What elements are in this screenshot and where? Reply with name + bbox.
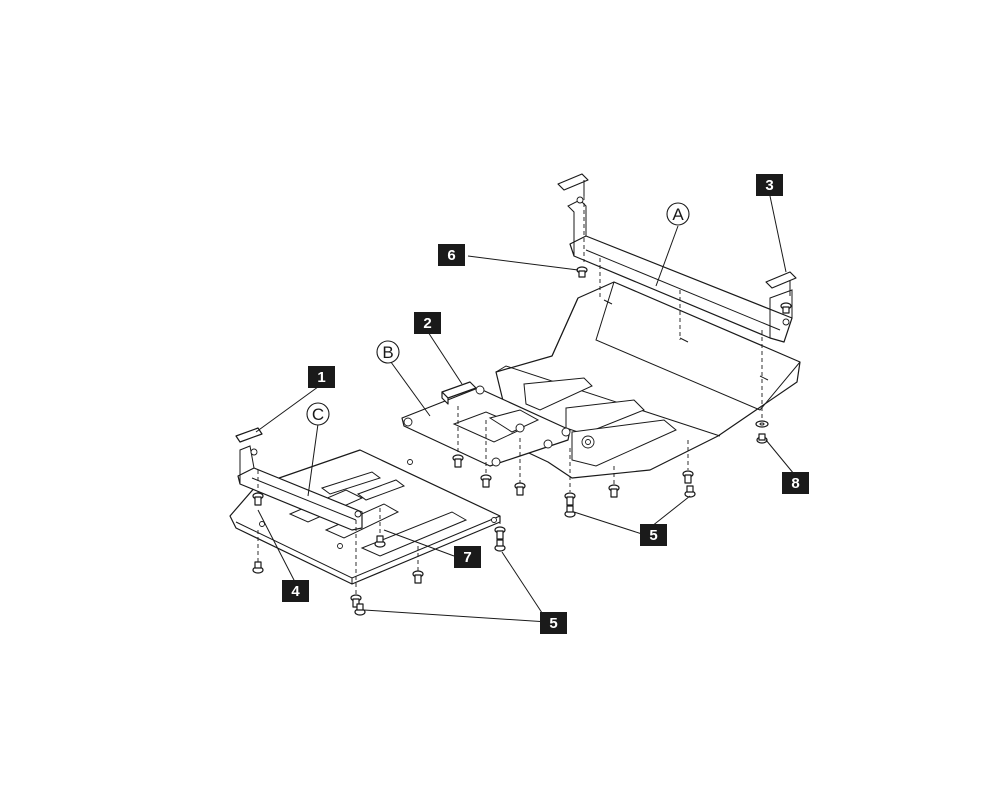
callout-7-label: 7 bbox=[463, 549, 471, 566]
bolt bbox=[252, 492, 264, 506]
callout-3-label: 3 bbox=[765, 177, 773, 194]
detail-marker-a-label: A bbox=[672, 205, 684, 224]
callout-8: 8 bbox=[782, 472, 809, 494]
callout-8-label: 8 bbox=[791, 475, 799, 492]
washer bbox=[755, 420, 769, 428]
assembly-guide-lines bbox=[257, 196, 763, 594]
callout-5-left-label: 5 bbox=[549, 615, 557, 632]
detail-marker-c-label: C bbox=[312, 405, 324, 424]
fasteners bbox=[252, 266, 792, 616]
bolt bbox=[682, 470, 694, 484]
leader-lines bbox=[255, 195, 795, 623]
bolt bbox=[564, 505, 576, 518]
bolt bbox=[756, 433, 768, 444]
skid-plate-rear bbox=[495, 281, 801, 479]
callout-5-right-label: 5 bbox=[649, 527, 657, 544]
bolt bbox=[514, 482, 526, 496]
rear-crossmember-bracket bbox=[557, 173, 797, 343]
callout-5-right: 5 bbox=[640, 524, 667, 546]
bolt bbox=[354, 603, 366, 616]
bolt bbox=[252, 561, 264, 574]
callout-6-label: 6 bbox=[447, 247, 455, 264]
bolt bbox=[576, 266, 588, 278]
bolt bbox=[494, 539, 506, 552]
callout-4-label: 4 bbox=[291, 583, 300, 600]
callout-5-left: 5 bbox=[540, 612, 567, 634]
callout-3: 3 bbox=[756, 174, 783, 196]
callout-1: 1 bbox=[308, 366, 335, 388]
bolt bbox=[452, 454, 464, 468]
bolt bbox=[494, 526, 506, 540]
bolt bbox=[608, 484, 620, 498]
detail-marker-c: C bbox=[306, 402, 330, 426]
callout-2-label: 2 bbox=[423, 315, 431, 332]
detail-marker-b-label: B bbox=[382, 343, 393, 362]
bolt bbox=[684, 485, 696, 498]
callout-4: 4 bbox=[282, 580, 309, 602]
callout-6: 6 bbox=[438, 244, 465, 266]
bolt bbox=[780, 302, 792, 314]
detail-marker-b: B bbox=[376, 340, 400, 364]
front-crossmember-bracket bbox=[235, 427, 363, 531]
bolt bbox=[480, 474, 492, 488]
callout-2: 2 bbox=[414, 312, 441, 334]
detail-marker-a: A bbox=[666, 202, 690, 226]
callout-7: 7 bbox=[454, 546, 481, 568]
callout-1-label: 1 bbox=[317, 369, 325, 386]
bolt bbox=[564, 492, 576, 506]
bolt bbox=[374, 535, 386, 548]
bolt bbox=[412, 570, 424, 584]
bolt bbox=[350, 594, 362, 608]
